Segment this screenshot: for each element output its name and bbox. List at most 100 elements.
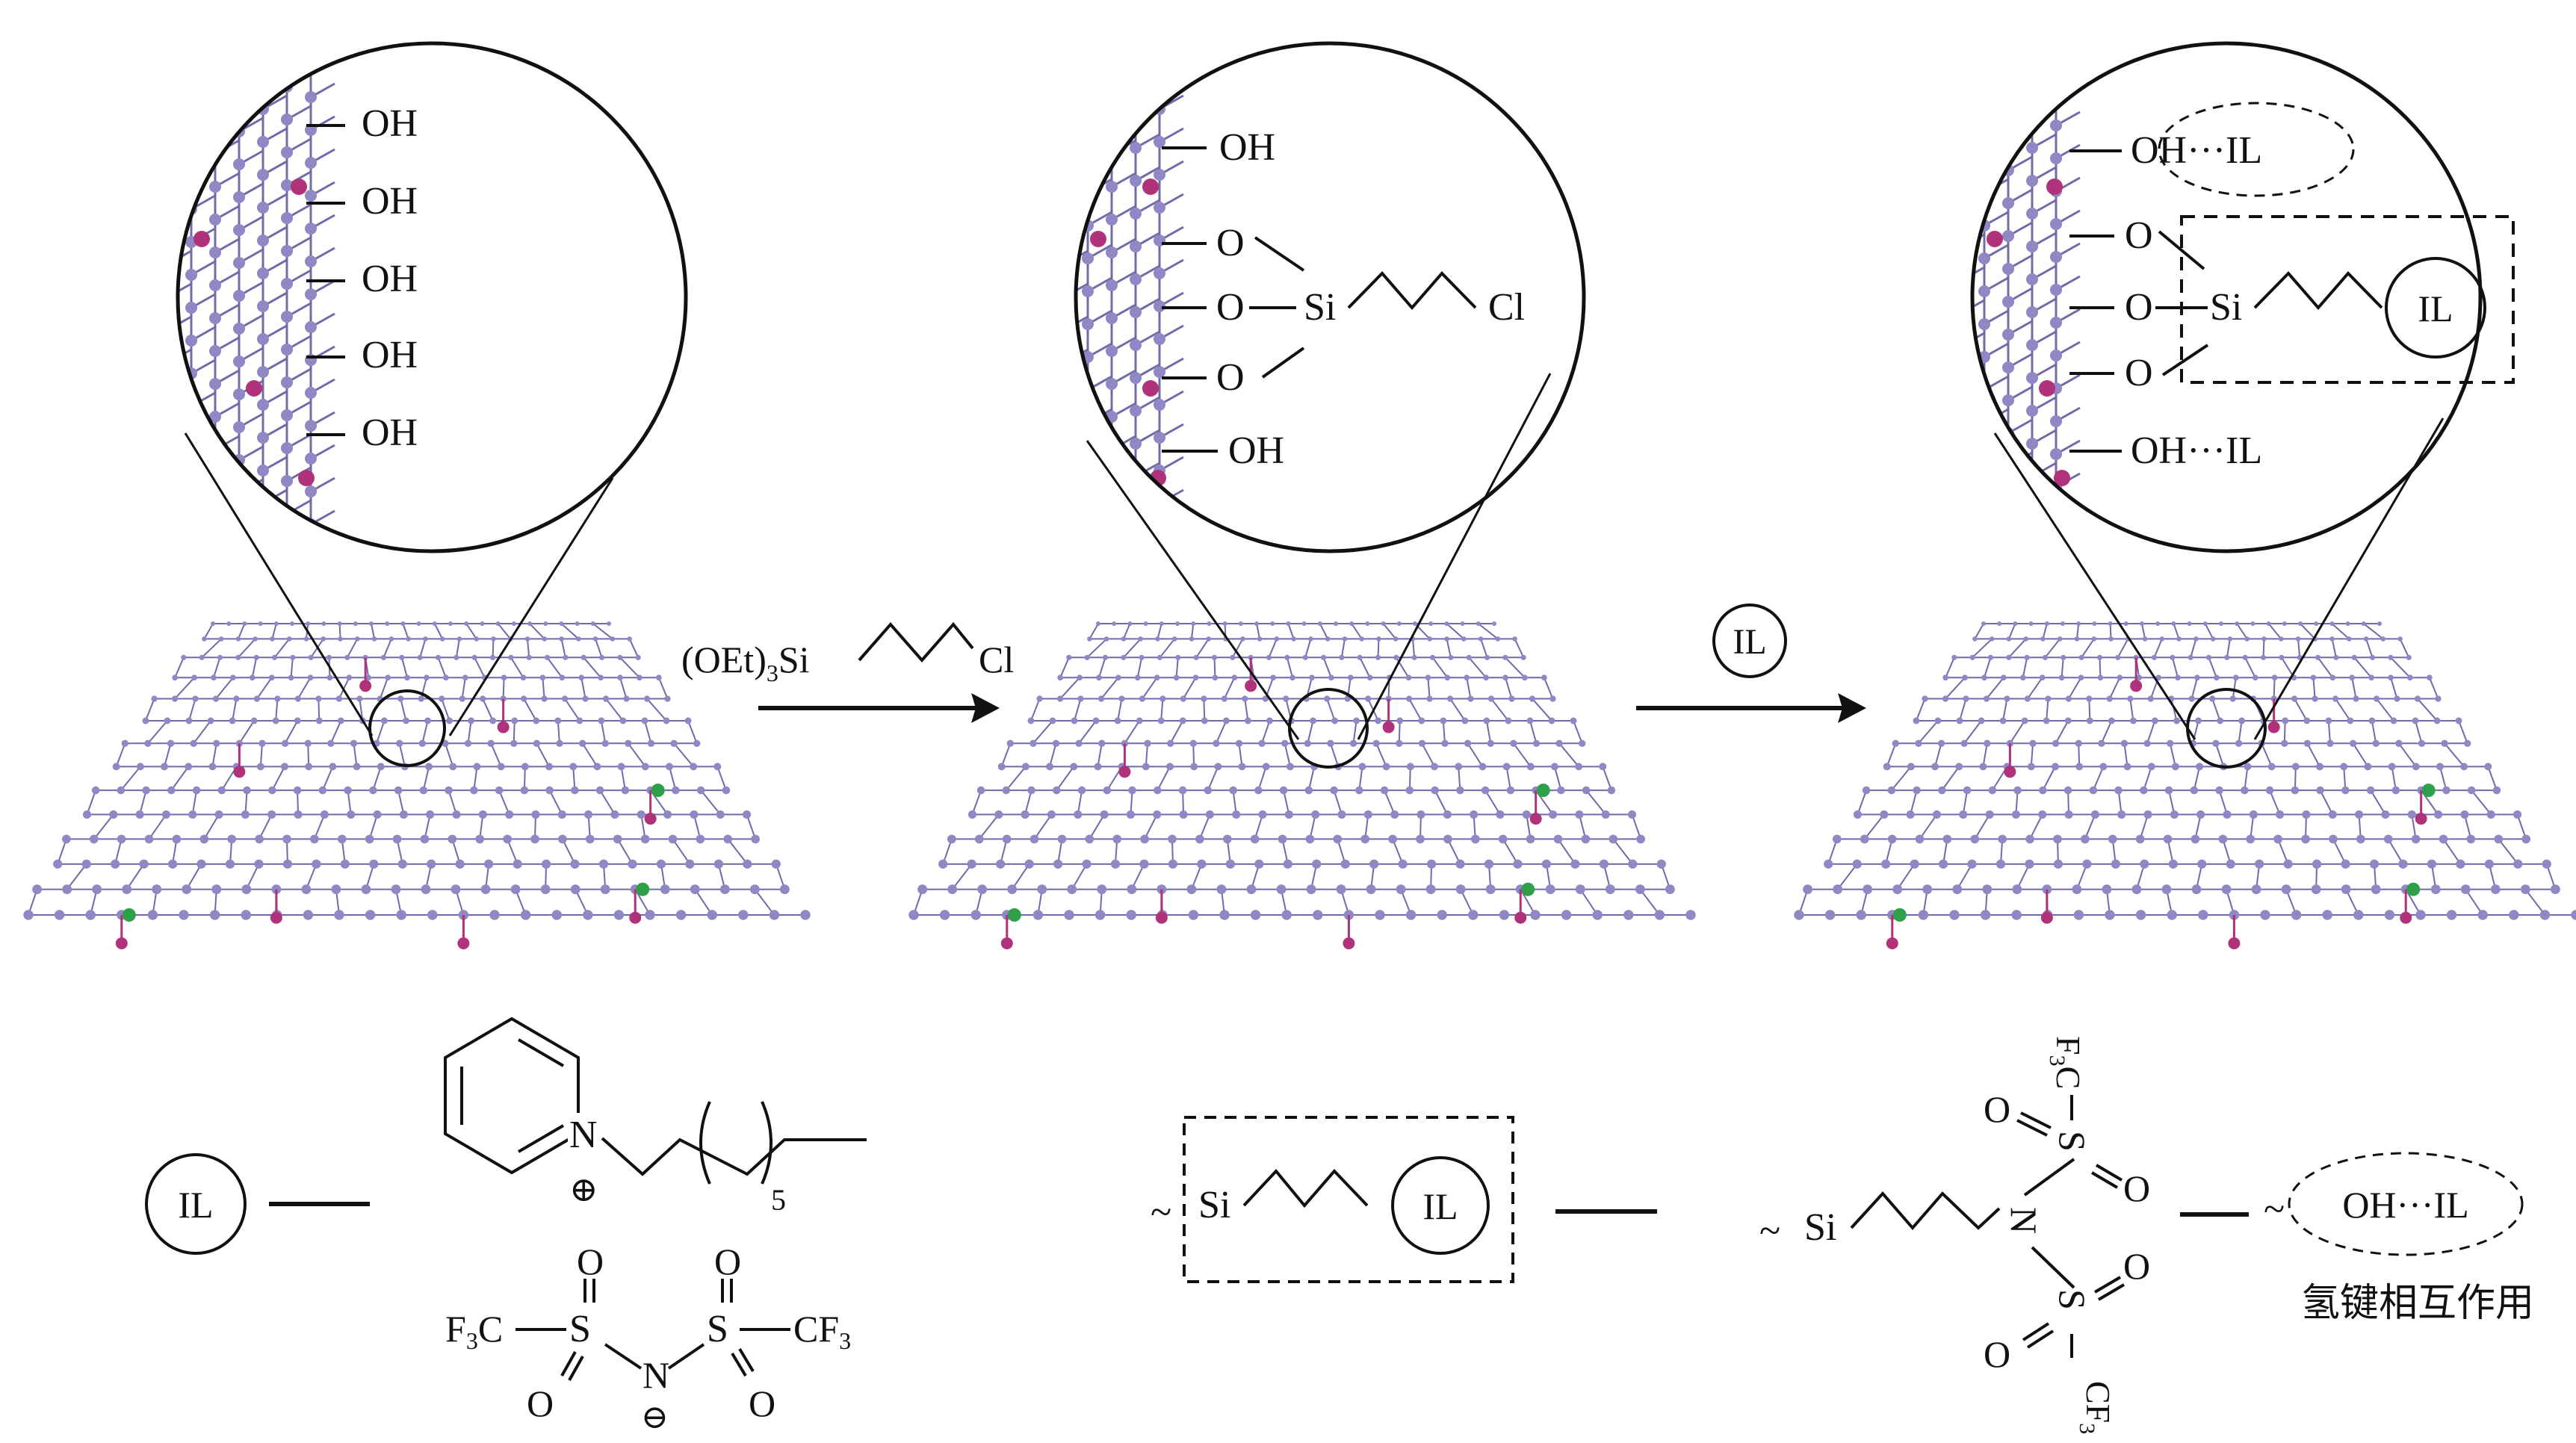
carbon-atom bbox=[1978, 548, 1990, 560]
carbon-atom bbox=[2026, 273, 2038, 285]
carbon-atom bbox=[1258, 810, 1266, 819]
carbon-atom bbox=[233, 290, 245, 302]
oxygen-atom bbox=[2400, 912, 2412, 924]
carbon-atom bbox=[1447, 695, 1453, 701]
oxygen-atom bbox=[645, 813, 657, 825]
carbon-atom bbox=[1154, 786, 1162, 795]
oxygen-label: O bbox=[1984, 1333, 2010, 1375]
cf3-top: F3C bbox=[2045, 1036, 2087, 1089]
carbon-atom bbox=[1058, 291, 1070, 303]
carbon-atom bbox=[1954, 439, 1966, 451]
carbon-atom bbox=[1140, 835, 1149, 844]
oh-label: OH bbox=[362, 258, 418, 300]
carbon-atom bbox=[117, 835, 126, 844]
carbon-atom bbox=[1194, 655, 1199, 660]
carbon-atom bbox=[1990, 636, 1995, 642]
carbon-atom bbox=[1128, 786, 1136, 795]
reagent-prefix: (OEt)3Si bbox=[681, 639, 810, 686]
il-label: IL bbox=[2418, 288, 2453, 329]
carbon-atom bbox=[1416, 835, 1425, 844]
carbon-atom bbox=[319, 786, 327, 795]
carbon-atom bbox=[2273, 835, 2282, 844]
oxygen-atom bbox=[1245, 680, 1257, 692]
carbon-atom bbox=[1431, 786, 1439, 795]
carbon-atom bbox=[1058, 835, 1067, 844]
carbon-atom bbox=[2540, 910, 2550, 919]
carbon-atom bbox=[2075, 636, 2080, 642]
carbon-atom bbox=[185, 6, 197, 18]
carbon-atom bbox=[489, 718, 496, 724]
carbon-atom bbox=[1425, 674, 1431, 680]
carbon-atom bbox=[628, 860, 637, 869]
carbon-atom bbox=[1257, 636, 1263, 642]
carbon-atom bbox=[281, 409, 293, 421]
carbon-atom bbox=[62, 884, 72, 894]
carbon-atom bbox=[2043, 655, 2048, 660]
carbon-atom bbox=[1106, 279, 1118, 291]
carbon-atom bbox=[1082, 860, 1091, 869]
oxygen-atom bbox=[1156, 912, 1168, 924]
carbon-atom bbox=[2222, 884, 2232, 894]
zoom-line-left-1 bbox=[185, 433, 372, 736]
carbon-atom bbox=[578, 674, 584, 680]
carbon-atom bbox=[227, 835, 236, 844]
carbon-atom bbox=[2165, 786, 2173, 795]
carbon-atom bbox=[2002, 526, 2014, 538]
carbon-atom bbox=[137, 281, 149, 293]
carbon-atom bbox=[2276, 810, 2284, 819]
carbon-atom bbox=[1523, 810, 1531, 819]
oxygen-atom bbox=[270, 912, 282, 924]
carbon-atom bbox=[185, 400, 197, 412]
carbon-atom bbox=[2007, 636, 2012, 642]
carbon-atom bbox=[1154, 169, 1165, 181]
carbon-atom bbox=[1960, 740, 1967, 747]
carbon-atom bbox=[1154, 202, 1165, 214]
carbon-atom bbox=[1281, 910, 1291, 919]
carbon-atom bbox=[530, 835, 539, 844]
carbon-atom bbox=[1207, 621, 1211, 626]
carbon-atom bbox=[2194, 674, 2200, 680]
carbon-atom bbox=[1307, 884, 1316, 894]
carbon-atom bbox=[2160, 636, 2165, 642]
carbon-atom bbox=[137, 149, 149, 161]
carbon-atom bbox=[114, 238, 126, 249]
oxygen-atom bbox=[1142, 380, 1159, 397]
carbon-atom bbox=[2002, 296, 2014, 308]
propyl-chain bbox=[2255, 273, 2382, 308]
carbon-atom bbox=[209, 214, 221, 226]
carbon-atom bbox=[1302, 621, 1307, 626]
carbon-atom bbox=[2176, 636, 2182, 642]
carbon-atom bbox=[2298, 621, 2303, 626]
oxygen-atom bbox=[2415, 813, 2427, 825]
carbon-atom bbox=[1266, 655, 1272, 660]
carbon-atom bbox=[1327, 740, 1334, 747]
carbon-atom bbox=[510, 740, 517, 747]
carbon-atom bbox=[593, 636, 598, 642]
carbon-atom bbox=[484, 860, 493, 869]
carbon-atom bbox=[1240, 636, 1245, 642]
carbon-atom bbox=[2127, 695, 2133, 701]
carbon-atom bbox=[305, 420, 317, 432]
carbon-atom bbox=[462, 674, 468, 680]
carbon-atom bbox=[230, 674, 236, 680]
carbon-atom bbox=[1058, 28, 1070, 40]
carbon-atom bbox=[452, 810, 460, 819]
carbon-atom bbox=[281, 475, 293, 487]
carbon-atom bbox=[2000, 718, 2007, 724]
carbon-atom bbox=[603, 695, 609, 701]
carbon-atom bbox=[338, 835, 347, 844]
carbon-atom bbox=[1959, 810, 1967, 819]
carbon-atom bbox=[1484, 655, 1490, 660]
carbon-atom bbox=[1053, 786, 1061, 795]
carbon-atom bbox=[424, 718, 431, 724]
carbon-atom bbox=[2196, 810, 2205, 819]
carbon-atom bbox=[1034, 494, 1046, 506]
carbon-atom bbox=[468, 718, 474, 724]
cf3-label: CF3 bbox=[793, 1308, 851, 1354]
carbon-atom bbox=[2111, 860, 2120, 869]
carbon-atom bbox=[1636, 835, 1645, 844]
carbon-atom bbox=[513, 860, 521, 869]
carbon-atom bbox=[1007, 884, 1017, 894]
carbon-atom bbox=[397, 695, 403, 701]
